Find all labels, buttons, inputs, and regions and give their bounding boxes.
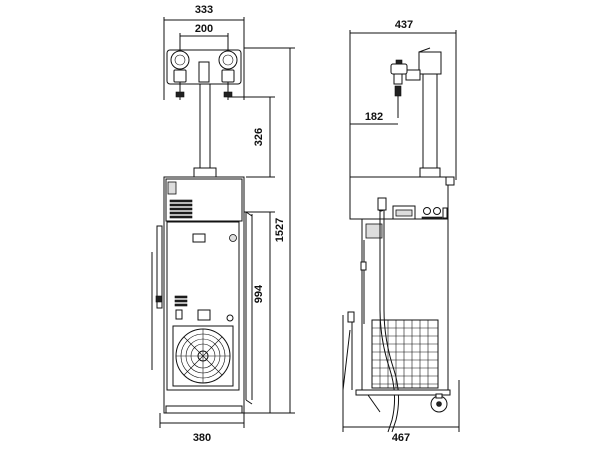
dim-label-182: 182: [365, 111, 383, 123]
dim-label-380: 380: [193, 432, 211, 444]
dim-side-top-depth: 437: [349, 19, 457, 180]
dim-front-base-width: 380: [159, 413, 245, 444]
side-font-box: [418, 51, 442, 75]
dim-label-467: 467: [392, 432, 410, 444]
side-view: 437 182: [342, 19, 460, 444]
dim-side-base-depth: 467: [342, 380, 460, 444]
dim-label-1527: 1527: [274, 218, 286, 242]
dim-body-height: 994: [244, 211, 275, 413]
dim-label-326: 326: [253, 128, 265, 146]
front-right-handle: [245, 211, 253, 405]
hose: [379, 210, 396, 433]
side-font-head: [390, 47, 442, 178]
side-vent-grid: [371, 319, 439, 389]
front-cabinet: [163, 176, 245, 414]
tap-left: [173, 69, 187, 83]
side-cabinet: [342, 176, 455, 433]
dim-side-tap-offset: 182: [350, 111, 398, 125]
dim-label-994: 994: [253, 284, 265, 303]
side-tap: [390, 63, 408, 75]
front-view: 333 200: [151, 4, 295, 444]
dim-label-437: 437: [395, 19, 413, 31]
tap-right: [221, 69, 235, 83]
dim-tower-height: 326: [228, 96, 275, 178]
tower-column: [193, 83, 217, 178]
dim-front-top-width: 333: [163, 4, 245, 100]
front-left-handle: [151, 225, 163, 370]
dim-label-333: 333: [195, 4, 213, 16]
logo-badge: [192, 233, 206, 243]
dim-total-height: 1527: [244, 47, 295, 414]
dim-label-200: 200: [195, 23, 213, 35]
font-head: [166, 49, 242, 100]
dim-tap-spacing: 200: [179, 23, 229, 52]
